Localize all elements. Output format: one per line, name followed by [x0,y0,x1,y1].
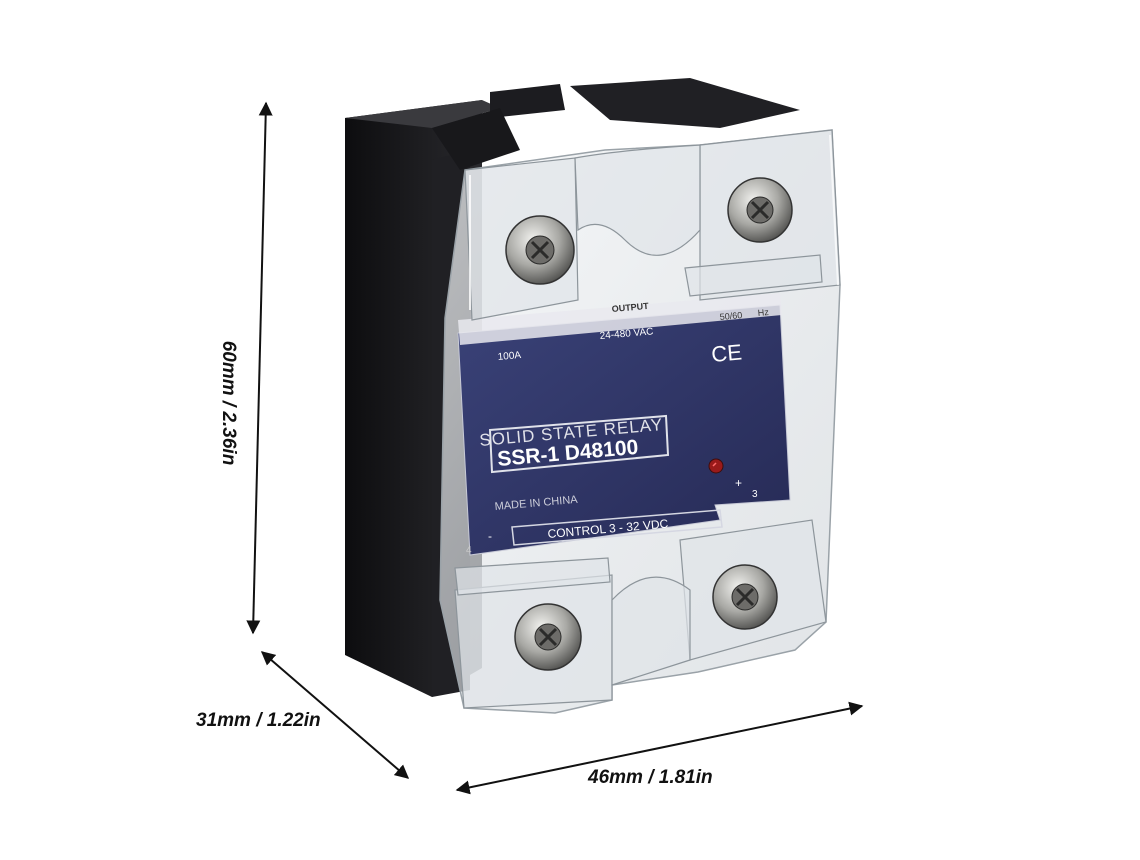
label-current: 100A [497,350,522,363]
height-dimension: 60mm / 2.36in [218,340,239,466]
status-led [708,458,724,474]
label-4: 4 [466,545,472,556]
label-voltage-out: 24-480 VAC [599,326,654,342]
depth-dimension: 31mm / 1.22in [196,710,321,731]
label-3: 3 [752,489,758,500]
depth-arrow [260,651,410,779]
width-arrow [455,701,864,795]
label-output: OUTPUT [611,301,649,314]
label-ce: CE [710,339,743,367]
label-hz: Hz [757,307,769,318]
label-minus: - [488,529,492,543]
label-freq: 50/60 [719,310,742,322]
width-dimension: 46mm / 1.81in [588,767,713,788]
terminal-screws [505,177,793,671]
relay-label [457,293,791,556]
height-arrow [246,101,273,635]
label-plus: + [735,476,742,490]
